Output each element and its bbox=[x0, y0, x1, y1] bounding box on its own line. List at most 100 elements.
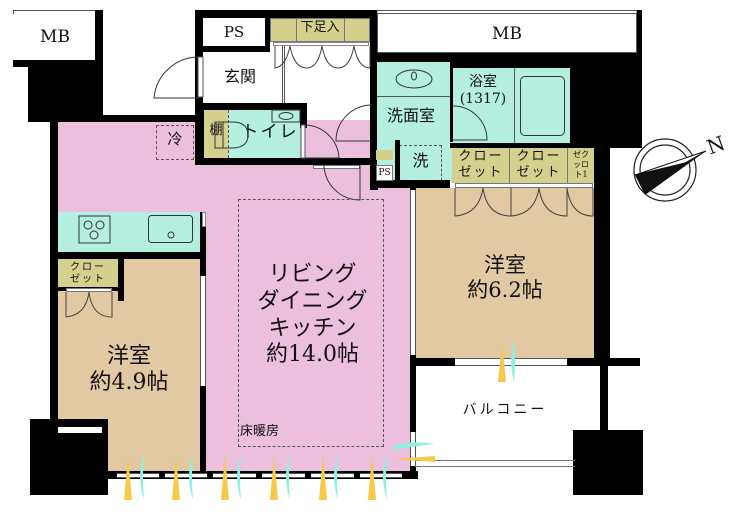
wall bbox=[197, 103, 307, 110]
bathroom-door[interactable] bbox=[451, 105, 491, 144]
window-bottom-4[interactable] bbox=[262, 473, 305, 478]
closet-3-line3: ト1 bbox=[574, 170, 588, 179]
compass-north-icon bbox=[633, 138, 707, 202]
light-wind-arrows-room-right bbox=[498, 342, 515, 382]
western-room-right-name: 洋室 bbox=[484, 253, 526, 277]
toilet-room bbox=[228, 110, 300, 158]
ldk-line1: リビング bbox=[268, 262, 357, 287]
fridge-label: 冷 bbox=[167, 130, 183, 148]
closet-left-line2: ゼット bbox=[70, 274, 106, 285]
closet-3-line1: ゼク bbox=[573, 150, 589, 159]
toilet-sink-icon bbox=[271, 109, 301, 123]
ldk-line2: ダイニング bbox=[257, 289, 368, 314]
western-room-right-size: 約6.2帖 bbox=[467, 278, 543, 302]
wall-stub bbox=[602, 358, 640, 366]
window-bottom-2[interactable] bbox=[165, 473, 207, 478]
bathroom-size: (1317) bbox=[459, 91, 507, 107]
partition bbox=[282, 46, 285, 104]
washroom bbox=[377, 62, 452, 182]
balcony-label: バルコニー bbox=[462, 402, 548, 418]
light-wind-arrows-side bbox=[393, 442, 435, 462]
wall bbox=[203, 46, 270, 52]
ldk-line3: キッチン bbox=[268, 316, 357, 341]
wall bbox=[377, 53, 460, 62]
closet-2-line2: ゼット bbox=[516, 165, 562, 180]
column-notch bbox=[58, 427, 102, 433]
divider bbox=[514, 68, 515, 143]
closet-doors-left[interactable] bbox=[65, 291, 116, 322]
kitchen-counter bbox=[58, 212, 202, 252]
window-bottom-6[interactable] bbox=[360, 473, 402, 478]
closet-3 bbox=[568, 148, 594, 183]
closet-doors-right[interactable] bbox=[454, 187, 595, 220]
wall bbox=[195, 10, 377, 18]
shoe-storage-label: 下足入 bbox=[300, 20, 340, 35]
closet-2 bbox=[510, 148, 568, 183]
interior-sliding-door-left[interactable] bbox=[200, 276, 206, 386]
closet-1-line1: クロー bbox=[458, 149, 504, 164]
outer-wall-left bbox=[50, 115, 58, 455]
divider bbox=[296, 18, 297, 42]
column-bottom-right bbox=[573, 430, 643, 495]
shoe-storage bbox=[270, 18, 370, 42]
kitchen-sink-icon bbox=[148, 215, 193, 243]
window-ldk-side[interactable] bbox=[410, 432, 416, 466]
toilet-label: トイレ bbox=[241, 122, 299, 142]
ps-small-label: PS bbox=[378, 168, 391, 178]
ps-top-label: PS bbox=[223, 23, 245, 41]
wall bbox=[600, 365, 608, 465]
ps-top bbox=[203, 18, 265, 48]
entrance-door[interactable] bbox=[150, 55, 205, 100]
washbasin-icon bbox=[395, 69, 433, 89]
wall-block bbox=[570, 68, 642, 143]
washroom-label: 洗面室 bbox=[386, 106, 435, 125]
wall bbox=[197, 158, 375, 165]
wall bbox=[118, 259, 124, 301]
divider bbox=[377, 96, 452, 97]
counter-end bbox=[202, 212, 206, 227]
bathroom-name: 浴室 bbox=[469, 74, 497, 90]
closet-left bbox=[58, 259, 118, 287]
wall bbox=[450, 143, 642, 148]
closet-rail bbox=[66, 288, 112, 292]
wall bbox=[265, 18, 270, 52]
wall bbox=[395, 140, 400, 188]
toilet-bowl-icon bbox=[214, 121, 249, 149]
small-storage bbox=[376, 150, 393, 160]
ldk-size: 約14.0帖 bbox=[266, 342, 359, 367]
bathtub-icon bbox=[520, 76, 565, 136]
mb-left-label: MB bbox=[40, 27, 70, 47]
window-bottom-1[interactable] bbox=[117, 473, 159, 478]
window-room-right[interactable] bbox=[455, 358, 567, 366]
stove-icon bbox=[78, 215, 111, 244]
closet-1 bbox=[452, 148, 510, 183]
wall bbox=[197, 103, 204, 165]
bathroom bbox=[452, 68, 514, 143]
closet-1-line2: ゼット bbox=[458, 165, 504, 180]
closet-left-line1: クロー bbox=[70, 262, 106, 273]
western-room-left-size: 約4.9帖 bbox=[89, 370, 169, 395]
floor-heating-area bbox=[238, 199, 384, 447]
mb-right-label: MB bbox=[492, 24, 522, 44]
wall bbox=[637, 10, 642, 148]
wall bbox=[58, 252, 206, 259]
shoe-door-rail bbox=[273, 42, 369, 46]
shelf bbox=[204, 110, 228, 158]
entrance-label: 玄関 bbox=[223, 67, 256, 86]
closet-2-line1: クロー bbox=[516, 149, 562, 164]
shoe-cabinet-doors bbox=[274, 45, 371, 69]
wall bbox=[370, 10, 378, 190]
balcony-rail bbox=[415, 460, 575, 467]
ps-small bbox=[376, 165, 393, 181]
closet-3-line2: ッロ bbox=[573, 160, 589, 169]
floor-heating-label: 床暖房 bbox=[240, 424, 280, 439]
wall bbox=[452, 53, 642, 68]
interior-sliding-door[interactable] bbox=[410, 190, 416, 355]
toilet-door[interactable] bbox=[300, 124, 345, 160]
window-bottom-5[interactable] bbox=[311, 473, 354, 478]
fridge-space bbox=[156, 125, 194, 160]
shelf-label: 棚 bbox=[209, 123, 223, 138]
window-bottom-3[interactable] bbox=[213, 473, 256, 478]
washer-label: 洗 bbox=[412, 151, 429, 170]
washroom-door[interactable] bbox=[334, 103, 374, 151]
